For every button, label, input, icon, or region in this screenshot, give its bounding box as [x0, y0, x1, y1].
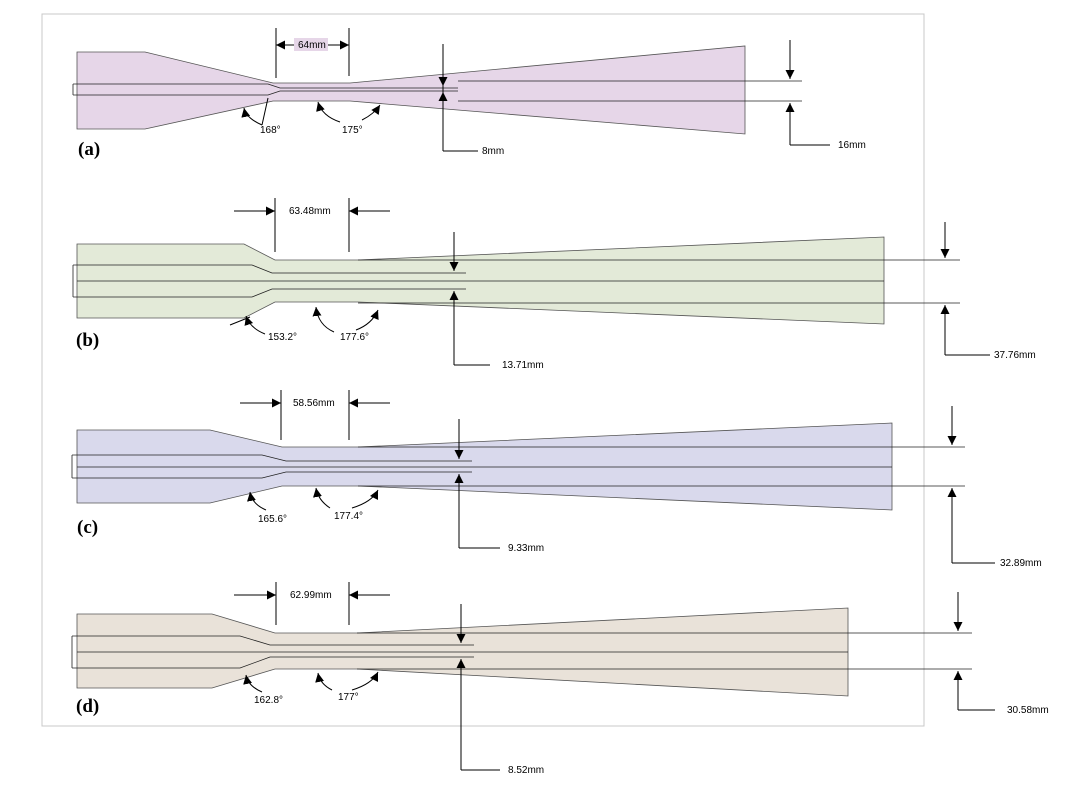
panel-d: 62.99mm 8.52mm 30.58mm 162.8° 177° (d) — [71, 582, 1049, 776]
panel-b-tag: (b) — [76, 330, 99, 351]
panel-a-length-label: 64mm — [298, 40, 326, 51]
panel-c-body — [76, 422, 893, 511]
panel-d-length-label: 62.99mm — [290, 590, 332, 601]
panel-d-channel — [72, 635, 474, 669]
panel-b-throat-label: 13.71mm — [502, 360, 544, 371]
panel-c: 58.56mm 9.33mm 32.89mm 165.6° 177.4° (c) — [71, 390, 1042, 569]
panel-d-throat-label: 8.52mm — [508, 765, 544, 776]
panel-b-angle2: 177.6° — [340, 332, 369, 343]
panel-b-channel — [73, 264, 466, 298]
figure-frame — [41, 13, 925, 727]
panel-c-angle2: 177.4° — [334, 511, 363, 522]
panel-a-throat-label: 8mm — [482, 146, 504, 157]
panel-a-channel — [73, 83, 458, 96]
panel-d-exit-label: 30.58mm — [1007, 705, 1049, 716]
panel-a: 64mm 8mm 16mm 168° 175° (a) — [72, 28, 866, 160]
panel-a-angle2: 175° — [342, 125, 363, 136]
panel-c-exit-label: 32.89mm — [1000, 558, 1042, 569]
panel-b-body — [76, 236, 885, 325]
panel-c-length-label: 58.56mm — [293, 398, 335, 409]
panel-a-body — [76, 45, 746, 135]
panel-c-tag: (c) — [77, 517, 98, 538]
panel-c-throat-label: 9.33mm — [508, 543, 544, 554]
panel-d-angle1: 162.8° — [254, 695, 283, 706]
panel-b-angle1: 153.2° — [268, 332, 297, 343]
panel-d-tag: (d) — [76, 696, 99, 717]
panel-a-tag: (a) — [78, 139, 100, 160]
panel-b-exit-label: 37.76mm — [994, 350, 1036, 361]
panel-c-angle1: 165.6° — [258, 514, 287, 525]
panel-b-length-label: 63.48mm — [289, 206, 331, 217]
panel-d-angle2: 177° — [338, 692, 359, 703]
panel-b: 63.48mm 13.71mm 37.76mm 153.2° 177.6° (b… — [72, 198, 1036, 371]
panel-a-exit-label: 16mm — [838, 140, 866, 151]
panel-a-angle1: 168° — [260, 125, 281, 136]
panel-c-channel — [72, 454, 472, 479]
